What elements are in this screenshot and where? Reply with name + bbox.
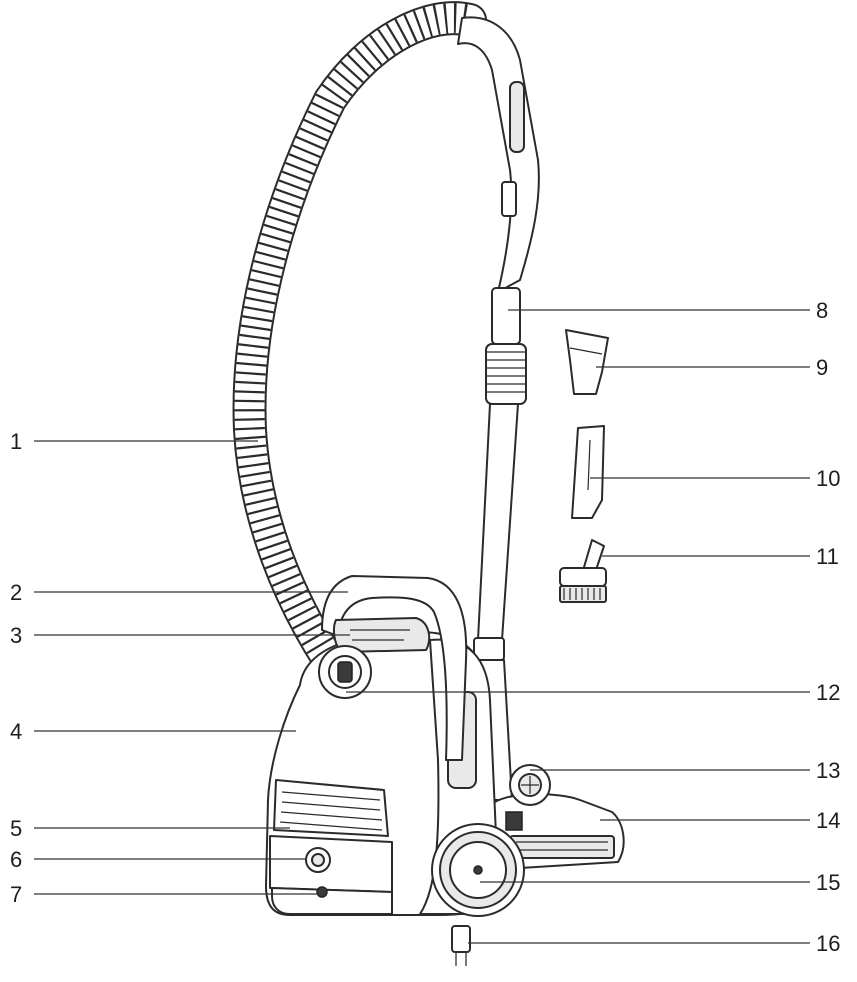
callout-1: 1 [10, 429, 22, 454]
callout-7: 7 [10, 882, 22, 907]
hose-handle [457, 16, 540, 293]
callout-4: 4 [10, 719, 22, 744]
accessory-small-nozzle [565, 329, 609, 395]
callout-12: 12 [816, 680, 840, 705]
callout-8: 8 [816, 298, 828, 323]
accessory-crevice-tool [571, 425, 605, 519]
callout-10: 10 [816, 466, 840, 491]
vacuum-body [265, 575, 500, 916]
callout-2: 2 [10, 580, 22, 605]
flexible-hose [232, 1, 487, 679]
leader-lines [34, 309, 810, 944]
power-plug [451, 925, 471, 966]
callout-5: 5 [10, 816, 22, 841]
callout-13: 13 [816, 758, 840, 783]
callout-11: 11 [816, 544, 839, 569]
callout-9: 9 [816, 355, 828, 380]
rear-wheel [431, 823, 525, 917]
callout-16: 16 [816, 931, 840, 956]
accessory-brush-tool [559, 539, 607, 603]
callout-14: 14 [816, 808, 840, 833]
callout-labels: 1 2 3 4 5 6 7 8 9 10 11 12 13 14 15 16 [10, 298, 840, 956]
floor-brush [487, 764, 625, 869]
callout-3: 3 [10, 623, 22, 648]
callout-6: 6 [10, 847, 22, 872]
callout-15: 15 [816, 870, 840, 895]
